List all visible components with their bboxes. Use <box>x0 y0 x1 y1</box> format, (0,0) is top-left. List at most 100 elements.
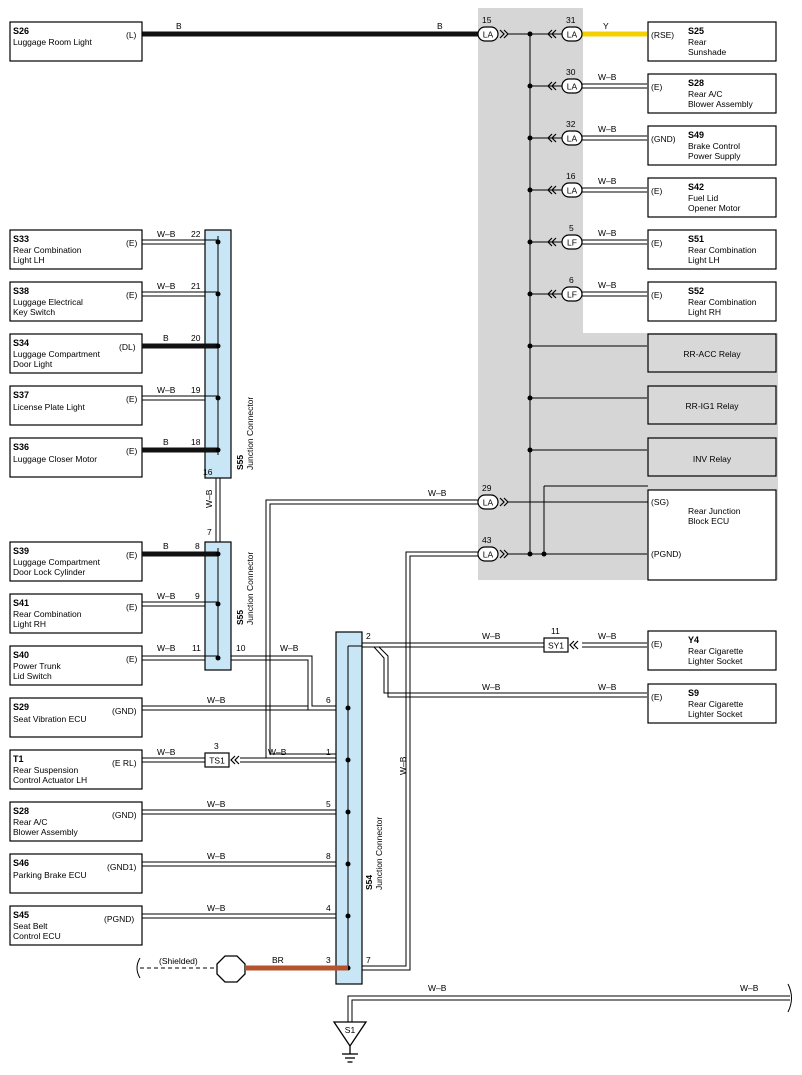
svg-text:Key Switch: Key Switch <box>13 307 55 317</box>
wire-color-label: W–B <box>428 488 447 498</box>
svg-text:S46: S46 <box>13 858 29 868</box>
svg-text:8: 8 <box>195 541 200 551</box>
component-s36: S36 Luggage Closer Motor (E) <box>9 437 143 478</box>
svg-text:30: 30 <box>566 67 576 77</box>
wire-color-label: W–B <box>157 643 176 653</box>
component-s37: S37 License Plate Light (E) <box>9 385 143 426</box>
svg-text:Rear A/C: Rear A/C <box>13 817 48 827</box>
svg-text:15: 15 <box>482 15 492 25</box>
s54-connector <box>335 631 363 985</box>
svg-text:(E): (E) <box>651 692 663 702</box>
svg-text:(GND): (GND) <box>112 810 137 820</box>
wire-color-label: W–B <box>204 489 214 508</box>
component-s9: (E) S9 Rear Cigarette Lighter Socket <box>647 683 777 724</box>
svg-text:SY1: SY1 <box>548 641 564 651</box>
wire-color-label: W–B <box>598 228 617 238</box>
svg-text:29: 29 <box>482 483 492 493</box>
wire-color-label: W–B <box>157 229 176 239</box>
wire-color-label: B <box>437 21 443 31</box>
svg-text:Y4: Y4 <box>688 635 699 645</box>
svg-text:(GND): (GND) <box>651 134 676 144</box>
connector-lf-6: LF 6 <box>547 275 583 302</box>
svg-text:Lid Switch: Lid Switch <box>13 671 52 681</box>
wire-color-label: W–B <box>482 631 501 641</box>
svg-text:Opener Motor: Opener Motor <box>688 203 741 213</box>
wire-color-label: BR <box>272 955 284 965</box>
s26-circuit: B B <box>142 21 562 37</box>
component-s33: S33 Rear Combination Light LH (E) <box>9 229 143 270</box>
svg-text:9: 9 <box>195 591 200 601</box>
svg-text:3: 3 <box>214 741 219 751</box>
svg-text:S34: S34 <box>13 338 29 348</box>
relay-rr-ig1: RR-IG1 Relay <box>647 385 777 425</box>
connector-lf-5: LF 5 <box>547 223 583 250</box>
component-s26: S26 Luggage Room Light (L) <box>9 21 143 62</box>
wire-color-label: W–B <box>207 851 226 861</box>
connector-la-15: LA 15 <box>477 15 509 42</box>
svg-text:LF: LF <box>567 238 577 248</box>
svg-text:Rear A/C: Rear A/C <box>688 89 723 99</box>
svg-text:Junction Connector: Junction Connector <box>245 397 255 470</box>
svg-text:Lighter Socket: Lighter Socket <box>688 656 743 666</box>
svg-text:11: 11 <box>551 626 560 636</box>
svg-text:21: 21 <box>191 281 201 291</box>
svg-text:License Plate Light: License Plate Light <box>13 402 85 412</box>
svg-text:Fuel Lid: Fuel Lid <box>688 193 719 203</box>
svg-text:18: 18 <box>191 437 201 447</box>
component-s28-blower: (E) S28 Rear A/C Blower Assembly <box>647 73 777 114</box>
wire-color-label: W–B <box>598 280 617 290</box>
svg-text:Luggage Room Light: Luggage Room Light <box>13 37 93 47</box>
svg-text:S37: S37 <box>13 390 29 400</box>
component-s51: (E) S51 Rear Combination Light LH <box>647 229 777 270</box>
wire-color-label: W–B <box>157 591 176 601</box>
svg-text:(PGND): (PGND) <box>104 914 134 924</box>
svg-text:43: 43 <box>482 535 492 545</box>
wire-color-label: W–B <box>398 756 408 775</box>
shielded-label: (Shielded) <box>159 956 198 966</box>
wire-color-label: W–B <box>598 631 617 641</box>
svg-text:(E): (E) <box>126 290 138 300</box>
svg-text:RR-IG1 Relay: RR-IG1 Relay <box>686 401 740 411</box>
svg-text:LA: LA <box>567 82 578 92</box>
svg-text:7: 7 <box>207 527 212 537</box>
svg-text:(GND): (GND) <box>112 706 137 716</box>
component-t1: T1 Rear Suspension Control Actuator LH (… <box>9 749 143 790</box>
svg-text:(E): (E) <box>126 446 138 456</box>
svg-text:INV Relay: INV Relay <box>693 454 732 464</box>
svg-text:S55: S55 <box>235 455 245 470</box>
svg-text:Junction Connector: Junction Connector <box>245 552 255 625</box>
svg-text:16: 16 <box>203 467 213 477</box>
svg-text:(PGND): (PGND) <box>651 549 681 559</box>
wire-color-label: W–B <box>207 903 226 913</box>
component-s42: (E) S42 Fuel Lid Opener Motor <box>647 177 777 218</box>
svg-text:Sunshade: Sunshade <box>688 47 727 57</box>
component-s52: (E) S52 Rear Combination Light RH <box>647 281 777 322</box>
svg-text:Seat Belt: Seat Belt <box>13 921 48 931</box>
svg-text:(E): (E) <box>651 186 663 196</box>
svg-text:11: 11 <box>192 643 201 653</box>
component-s28-gnd: S28 Rear A/C Blower Assembly (GND) <box>9 801 143 842</box>
svg-text:7: 7 <box>366 955 371 965</box>
wire-color-label: W–B <box>157 385 176 395</box>
svg-text:TS1: TS1 <box>209 756 225 766</box>
svg-text:Rear Cigarette: Rear Cigarette <box>688 699 744 709</box>
wire-color-label: B <box>163 333 169 343</box>
wire-color-label: W–B <box>157 281 176 291</box>
svg-text:S36: S36 <box>13 442 29 452</box>
wire-color-label: W–B <box>207 799 226 809</box>
svg-text:(E): (E) <box>651 82 663 92</box>
wire-color-label: W–B <box>598 124 617 134</box>
wire-color-label: B <box>163 437 169 447</box>
wire-color-label: W–B <box>482 682 501 692</box>
svg-text:(E): (E) <box>651 639 663 649</box>
junction-block-area <box>478 8 778 580</box>
svg-text:Rear Junction: Rear Junction <box>688 506 741 516</box>
svg-text:31: 31 <box>566 15 576 25</box>
svg-text:LA: LA <box>567 30 578 40</box>
svg-text:LA: LA <box>567 186 578 196</box>
svg-text:Power Trunk: Power Trunk <box>13 661 61 671</box>
svg-text:5: 5 <box>569 223 574 233</box>
svg-text:Parking Brake ECU: Parking Brake ECU <box>13 870 87 880</box>
svg-text:Light LH: Light LH <box>13 255 45 265</box>
svg-text:S41: S41 <box>13 598 29 608</box>
